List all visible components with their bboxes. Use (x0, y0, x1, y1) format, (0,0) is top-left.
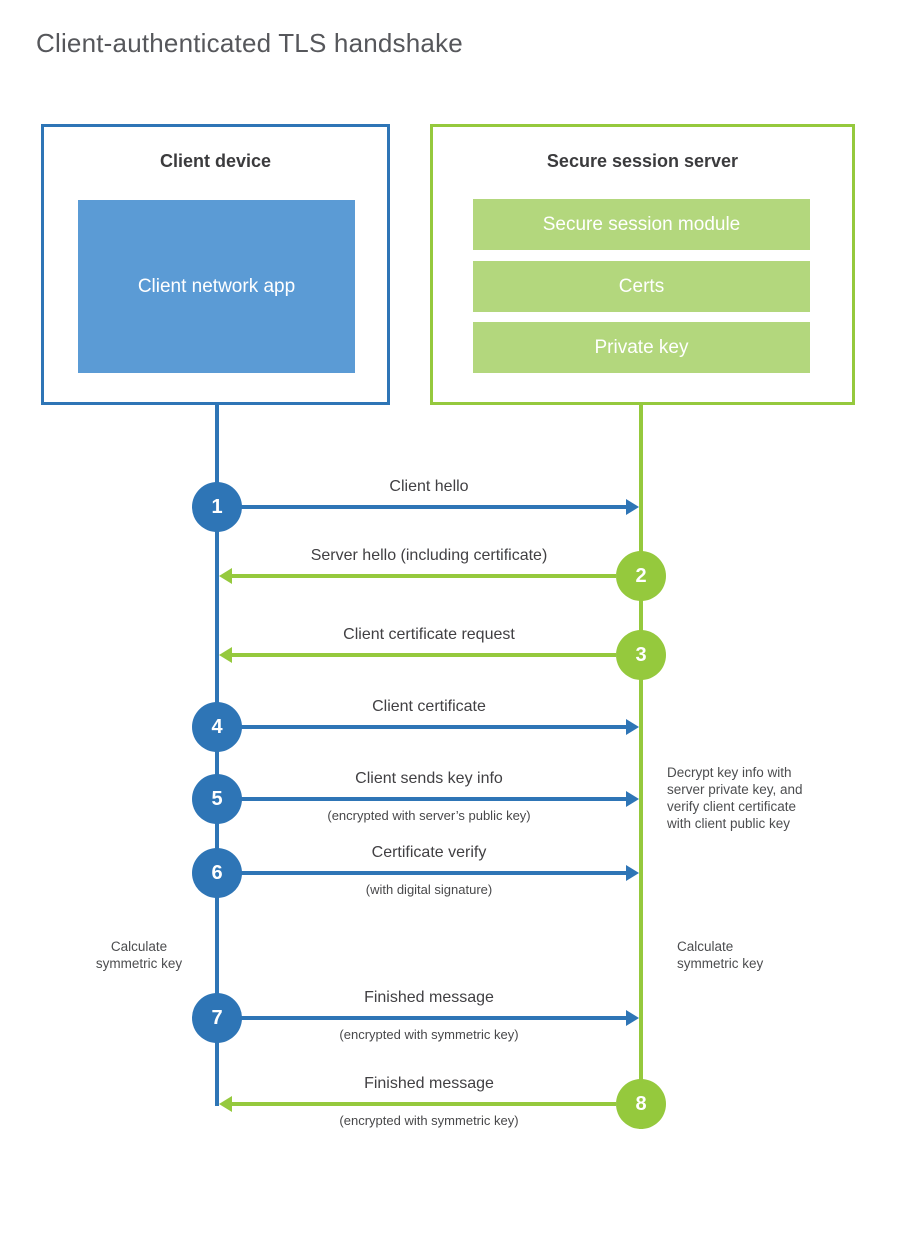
note-calculate-symmetric-key-server: Calculate symmetric key (677, 938, 797, 972)
note-line: verify client certificate (667, 799, 797, 814)
server-title: Secure session server (546, 151, 739, 171)
note-line: symmetric key (95, 956, 183, 971)
step-number: 8 (635, 1092, 647, 1115)
step-badge-1: 1 (192, 482, 242, 532)
arrow-line (232, 574, 616, 578)
note-line: with client public key (667, 816, 791, 831)
note-line: Calculate (677, 939, 734, 954)
step-badge-3: 3 (616, 630, 666, 680)
arrow-head-left-icon (219, 1096, 232, 1112)
step-number: 3 (635, 643, 647, 666)
step-number: 1 (211, 495, 223, 518)
client-network-app-label: Client network app (137, 275, 296, 297)
arrow-head-right-icon (626, 499, 639, 515)
note-line: symmetric key (677, 956, 764, 971)
note-line: server private key, and (667, 782, 803, 797)
arrow-line (240, 797, 626, 801)
arrow-line (240, 1016, 626, 1020)
step-badge-7: 7 (192, 993, 242, 1043)
arrow-line (240, 871, 626, 875)
arrow-head-left-icon (219, 568, 232, 584)
step-number: 7 (211, 1006, 223, 1029)
message-label: Client certificate request (343, 626, 515, 643)
step-number: 5 (211, 787, 223, 810)
message-label: Server hello (including certificate) (310, 547, 548, 564)
message-sublabel: (encrypted with symmetric key) (339, 1027, 519, 1042)
arrow-line (240, 505, 626, 509)
step-badge-4: 4 (192, 702, 242, 752)
message-label: Finished message (364, 989, 494, 1006)
arrow-head-left-icon (219, 647, 232, 663)
module-bar-private-key: Private key (473, 322, 810, 373)
message-label: Certificate verify (371, 844, 487, 861)
arrow-head-right-icon (626, 1010, 639, 1026)
client-lifeline (215, 403, 219, 1106)
message-label: Finished message (364, 1075, 494, 1092)
note-decrypt-key-info: Decrypt key info with server private key… (667, 764, 847, 832)
message-sublabel: (encrypted with server’s public key) (327, 808, 531, 823)
step-badge-8: 8 (616, 1079, 666, 1129)
module-bar-certs: Certs (473, 261, 810, 312)
client-device-title: Client device (159, 151, 272, 171)
message-label: Client certificate (372, 698, 486, 715)
step-badge-6: 6 (192, 848, 242, 898)
arrow-line (240, 725, 626, 729)
note-calculate-symmetric-key-client: Calculate symmetric key (84, 938, 194, 972)
server-lifeline (639, 403, 643, 1129)
message-label: Client sends key info (355, 770, 503, 787)
arrow-line (232, 1102, 616, 1106)
module-bar-secure-session-module: Secure session module (473, 199, 810, 250)
step-badge-5: 5 (192, 774, 242, 824)
step-number: 4 (211, 715, 223, 738)
message-sublabel: (encrypted with symmetric key) (339, 1113, 519, 1128)
arrow-head-right-icon (626, 719, 639, 735)
note-line: Calculate (110, 939, 168, 954)
step-badge-2: 2 (616, 551, 666, 601)
message-sublabel: (with digital signature) (365, 882, 493, 897)
message-label: Client hello (389, 478, 469, 495)
arrow-head-right-icon (626, 865, 639, 881)
note-line: Decrypt key info with (667, 765, 792, 780)
arrow-head-right-icon (626, 791, 639, 807)
arrow-line (232, 653, 616, 657)
page-title: Client-authenticated TLS handshake (36, 28, 463, 58)
step-number: 2 (635, 564, 647, 587)
step-number: 6 (211, 861, 223, 884)
client-network-app-box: Client network app (78, 200, 355, 373)
